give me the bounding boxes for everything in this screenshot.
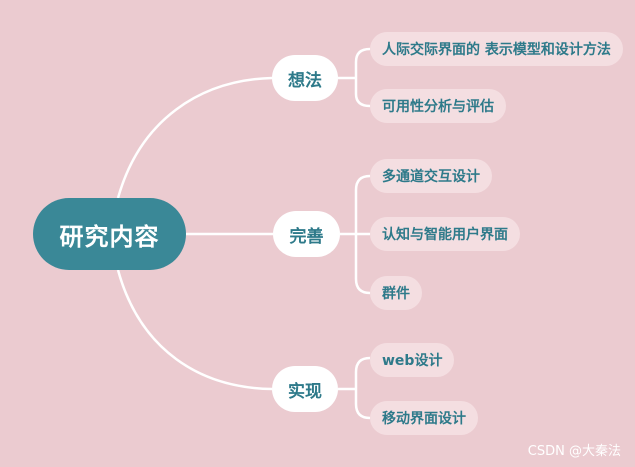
connector-wanshan-bracket xyxy=(340,174,371,295)
leaf-node-model-design[interactable]: 人际交际界面的 表示模型和设计方法 xyxy=(370,32,623,66)
connector-root-xiangfa xyxy=(116,76,273,199)
leaf-node-cognitive-ui[interactable]: 认知与智能用户界面 xyxy=(370,217,520,251)
leaf-node-mobile-ui[interactable]: 移动界面设计 xyxy=(370,401,478,435)
connector-root-shixian xyxy=(116,269,273,391)
leaf-node-multichannel[interactable]: 多通道交互设计 xyxy=(370,159,492,193)
leaf-node-groupware[interactable]: 群件 xyxy=(370,276,422,310)
leaf-node-usability[interactable]: 可用性分析与评估 xyxy=(370,89,506,123)
connector-shixian-bracket xyxy=(338,356,371,420)
watermark-text: CSDN @大秦法 xyxy=(527,444,621,459)
branch-node-xiangfa[interactable]: 想法 xyxy=(272,55,338,101)
branch-node-wanshan[interactable]: 完善 xyxy=(273,211,340,257)
branch-node-shixian[interactable]: 实现 xyxy=(272,366,338,412)
leaf-node-web-design[interactable]: web设计 xyxy=(370,343,455,377)
root-node[interactable]: 研究内容 xyxy=(33,198,186,270)
